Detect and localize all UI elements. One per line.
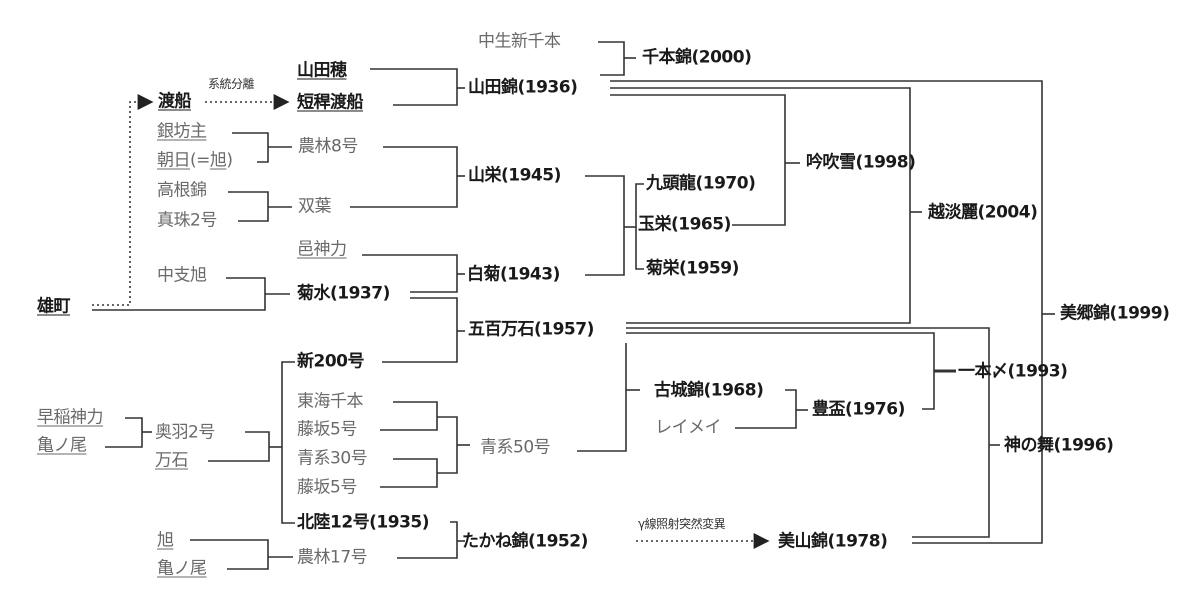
- node-asahi: 旭: [157, 530, 174, 551]
- node-asahi-alias: 朝日(=旭): [157, 150, 233, 171]
- node-aokei30: 青系30号: [297, 448, 368, 469]
- node-yamadaho: 山田穂: [297, 60, 347, 81]
- node-ginfubuki: 吟吹雪(1998): [806, 152, 916, 173]
- node-nakate-shinsenbon: 中生新千本: [478, 31, 561, 52]
- node-ginbozu: 銀坊主: [157, 121, 207, 142]
- node-omachi: 雄町: [37, 296, 71, 317]
- node-reimei: レイメイ: [655, 417, 722, 438]
- node-takanenishiki: 高根錦: [157, 180, 207, 201]
- node-tankan-wataribune: 短稈渡船: [297, 92, 364, 113]
- node-kamenoo: 亀ノ尾: [37, 435, 87, 456]
- alias-close: ): [226, 150, 233, 171]
- node-norin8: 農林8号: [298, 136, 358, 157]
- node-misatonishiki: 美郷錦(1999): [1060, 303, 1170, 324]
- node-chushi-asahi: 中支旭: [157, 265, 207, 286]
- node-hokuriku12: 北陸12号(1935): [297, 512, 430, 533]
- node-koshitanrei: 越淡麗(2004): [928, 202, 1038, 223]
- node-shin200: 新200号: [297, 351, 365, 372]
- node-shiragiku: 白菊(1943): [467, 264, 560, 285]
- node-kuzuryu: 九頭龍(1970): [646, 173, 756, 194]
- edge-senbon-bracket: [598, 41, 625, 76]
- node-sanei: 山栄(1945): [468, 165, 561, 186]
- node-kikusui: 菊水(1937): [297, 283, 390, 304]
- asahi-label: 朝日: [157, 150, 191, 171]
- node-yushinriki: 邑神力: [297, 239, 347, 260]
- node-ipponjime: 一本〆(1993): [958, 361, 1068, 382]
- node-gohyakumangoku: 五百万石(1957): [468, 319, 594, 340]
- node-mangoku: 万石: [155, 450, 189, 471]
- node-shinju2: 真珠2号: [157, 210, 217, 231]
- node-kamenoo: 亀ノ尾: [157, 558, 207, 579]
- node-miyamanishiki: 美山錦(1978): [778, 531, 888, 552]
- node-takanenishiki-1952: たかね錦(1952): [462, 531, 588, 552]
- node-wase-shinriki: 早稲神力: [37, 407, 104, 428]
- node-wataribune: 渡船: [158, 91, 192, 112]
- annotation-line-separation: 系統分離: [208, 77, 255, 91]
- node-aokei50: 青系50号: [480, 437, 551, 458]
- node-fujisaka5: 藤坂5号: [297, 419, 357, 440]
- alias-open: (=: [190, 150, 210, 171]
- node-ou2: 奥羽2号: [155, 422, 215, 443]
- node-fujisaka5: 藤坂5号: [297, 477, 357, 498]
- annotation-gamma-mutation: γ線照射突然変異: [638, 517, 726, 531]
- node-tokai-senbon: 東海千本: [297, 391, 364, 412]
- node-norin17: 農林17号: [297, 547, 368, 568]
- asahi-alias-label: 旭: [209, 150, 227, 171]
- node-hohai: 豊盃(1976): [812, 399, 905, 420]
- node-tamasakae: 玉栄(1965): [638, 214, 731, 235]
- node-kannomai: 神の舞(1996): [1004, 435, 1114, 456]
- node-futaba: 双葉: [298, 196, 332, 217]
- node-senbonnishiki: 千本錦(2000): [642, 47, 752, 68]
- node-kikusakae: 菊栄(1959): [646, 258, 739, 279]
- node-yamadanishiki: 山田錦(1936): [468, 77, 578, 98]
- node-kojonishiki: 古城錦(1968): [654, 380, 764, 401]
